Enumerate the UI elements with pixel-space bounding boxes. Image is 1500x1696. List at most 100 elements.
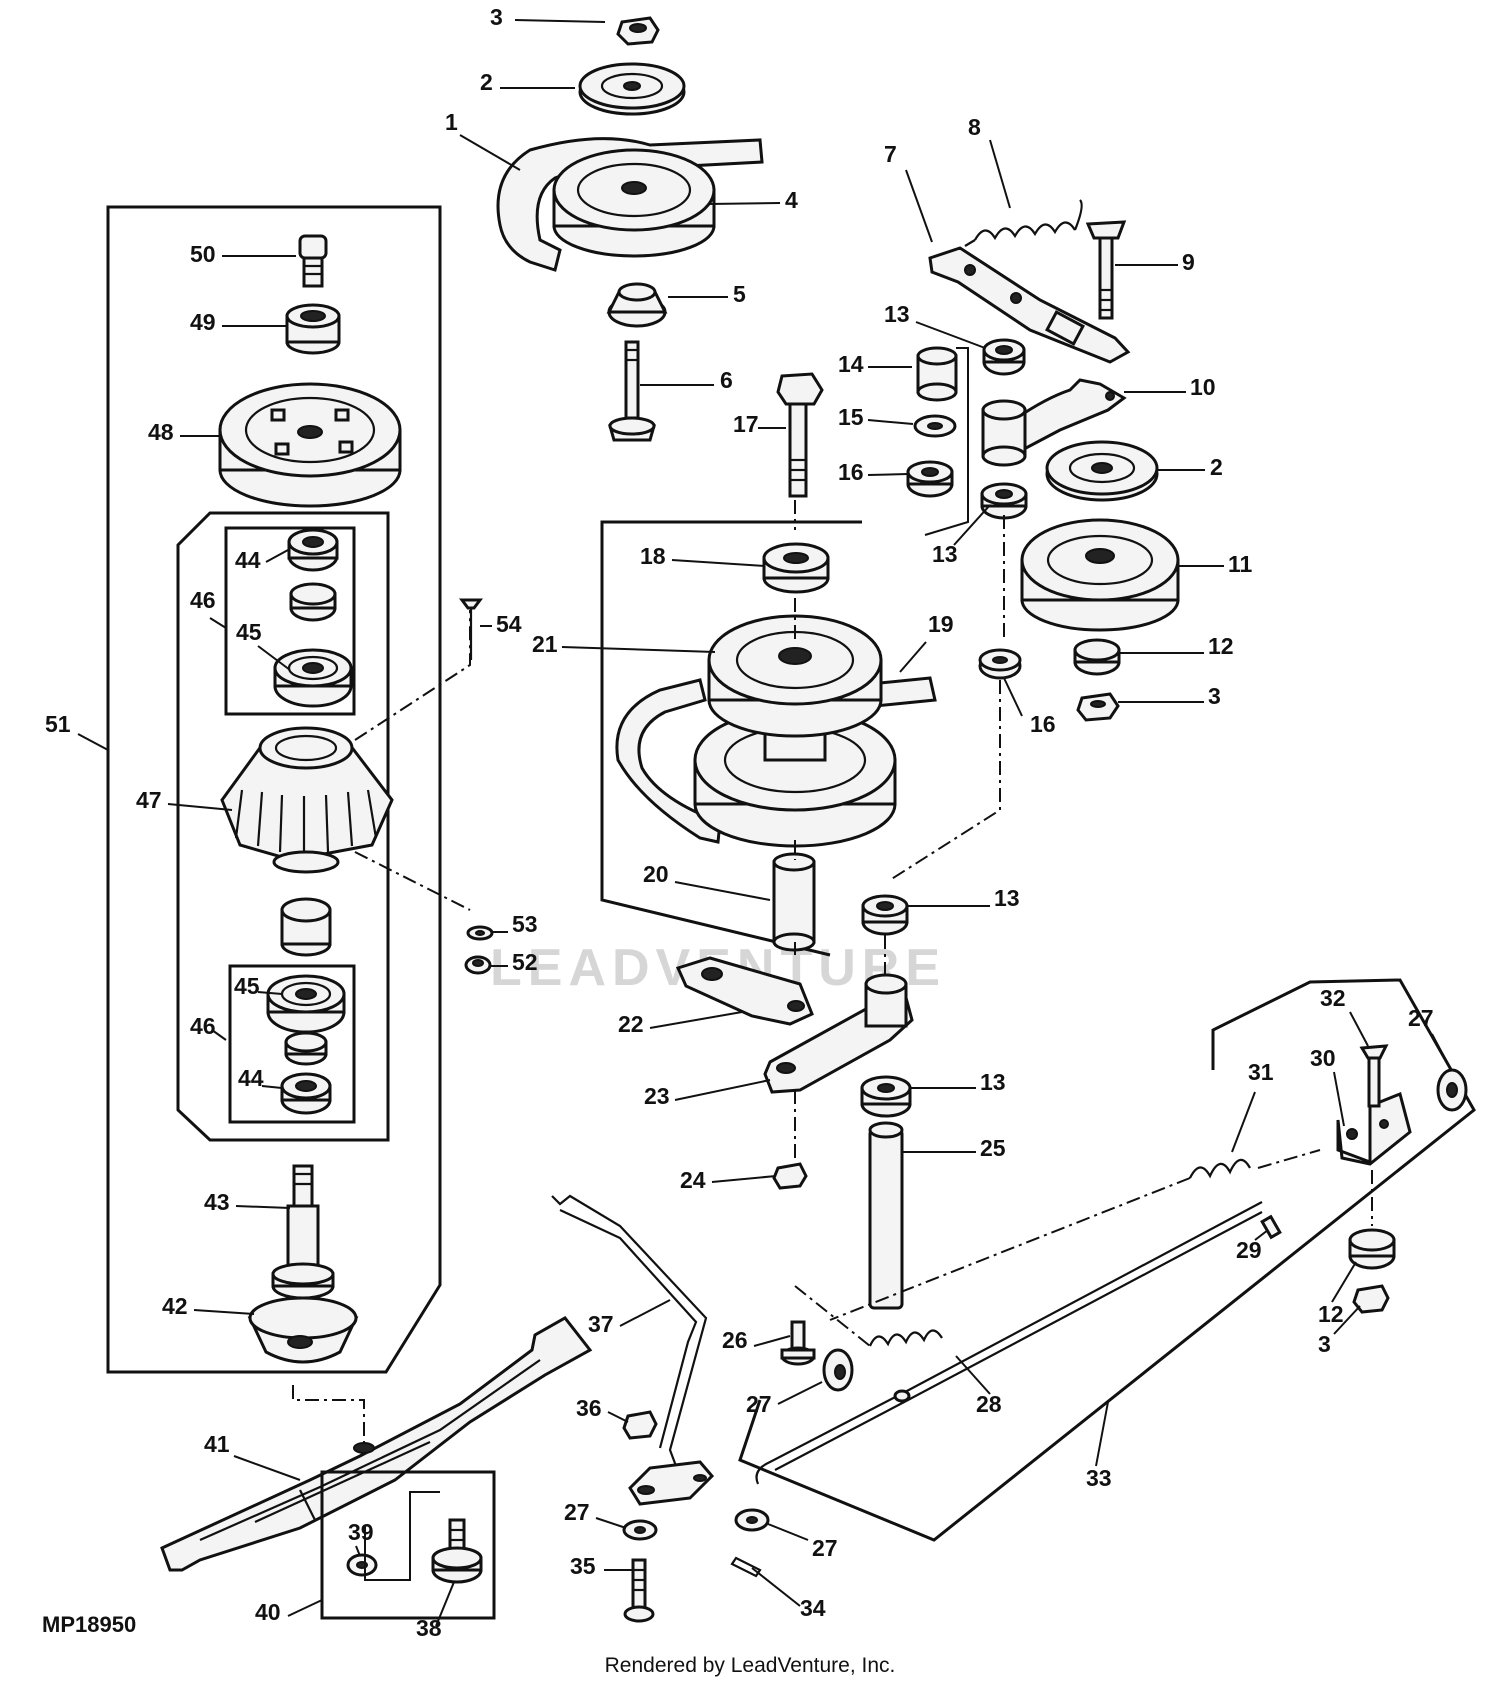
callout-leader-c18 xyxy=(671,559,765,567)
callout-leader-c51 xyxy=(77,733,109,751)
blade-cup-42 xyxy=(247,1296,359,1364)
callout-leader-c33 xyxy=(1095,1401,1109,1467)
callout-leader-c42 xyxy=(193,1309,255,1315)
nut-49 xyxy=(285,303,341,355)
bearing-44-lower xyxy=(280,1072,332,1115)
cotter-pin-34 xyxy=(730,1556,762,1578)
bolt-17 xyxy=(776,372,824,498)
bushing-13-mid xyxy=(980,482,1028,520)
washer-39 xyxy=(346,1553,378,1577)
callout-c44a: 44 xyxy=(235,547,261,573)
callout-c27b: 27 xyxy=(746,1391,772,1417)
callout-c49: 49 xyxy=(190,309,216,335)
mower-blade-41 xyxy=(160,1316,593,1572)
callout-leader-c44b xyxy=(261,1085,283,1089)
idler-pulley-4 xyxy=(552,148,716,258)
callout-leader-c46b xyxy=(211,1029,227,1041)
callout-c45b: 45 xyxy=(234,973,260,999)
callout-leader-c12b xyxy=(1331,1261,1357,1303)
callout-c14: 14 xyxy=(838,351,864,377)
callout-leader-c45b xyxy=(257,991,283,995)
callout-c21: 21 xyxy=(532,631,558,657)
leader-dash-31-30 xyxy=(1257,1149,1321,1169)
callout-c11: 11 xyxy=(1228,551,1253,577)
callout-leader-c22 xyxy=(649,1011,743,1029)
bearing-set-upper-outline xyxy=(224,526,356,716)
callout-leader-c21 xyxy=(561,646,716,653)
washer-27-lower xyxy=(734,1508,770,1532)
callout-leader-c13b xyxy=(953,504,991,546)
callout-c44b: 44 xyxy=(238,1065,264,1091)
spring-31 xyxy=(1189,1158,1251,1179)
leader-dash-42-41 xyxy=(292,1385,365,1448)
callout-leader-c32 xyxy=(1349,1011,1369,1047)
callout-c36: 36 xyxy=(576,1395,602,1421)
lift-rod-37 xyxy=(551,1194,708,1467)
callout-leader-c41 xyxy=(233,1455,301,1481)
callout-c27d: 27 xyxy=(812,1535,838,1561)
callout-c2a: 2 xyxy=(480,69,493,95)
callout-c51: 51 xyxy=(45,711,71,737)
callout-leader-c31 xyxy=(1231,1091,1256,1153)
bushing-12-lower xyxy=(1348,1228,1396,1270)
callout-c53: 53 xyxy=(512,911,538,937)
callout-leader-c16b xyxy=(1003,677,1023,717)
callout-c26: 26 xyxy=(722,1327,748,1353)
callout-c13c: 13 xyxy=(994,885,1020,911)
callout-leader-c36 xyxy=(607,1411,629,1423)
nut-3-top xyxy=(616,16,660,46)
callout-c35: 35 xyxy=(570,1553,596,1579)
callout-c37: 37 xyxy=(588,1311,614,1337)
callout-leader-c1 xyxy=(459,134,521,171)
callout-leader-c43 xyxy=(235,1205,291,1209)
bushing-13-lower-a xyxy=(861,894,909,936)
callout-c19: 19 xyxy=(928,611,954,637)
callout-leader-c34 xyxy=(751,1567,801,1607)
bushing-12-right xyxy=(1073,638,1121,676)
callout-c45a: 45 xyxy=(236,619,262,645)
blade-bolt-38 xyxy=(431,1518,483,1584)
spring-26-area xyxy=(794,1285,943,1347)
callout-leader-c20 xyxy=(674,881,771,901)
callout-leader-c23 xyxy=(674,1079,771,1101)
callout-c25: 25 xyxy=(980,1135,1006,1161)
callout-c12b: 12 xyxy=(1318,1301,1344,1327)
callout-c16a: 16 xyxy=(838,459,864,485)
callout-leader-c13a xyxy=(915,321,986,349)
spacer-20 xyxy=(772,852,816,952)
bearing-set-lower-outline xyxy=(228,964,356,1124)
pivot-shaft-25 xyxy=(868,1121,904,1310)
nut-24 xyxy=(772,1162,808,1190)
bushing-5 xyxy=(606,282,668,328)
bracket-22 xyxy=(675,956,814,1026)
leader-dash-53 xyxy=(354,851,471,911)
callout-c9: 9 xyxy=(1182,249,1195,275)
callout-c33: 33 xyxy=(1086,1465,1112,1491)
callout-leader-c29 xyxy=(1254,1229,1269,1241)
callout-c48: 48 xyxy=(148,419,174,445)
washer-15 xyxy=(913,414,957,438)
drive-pulley-21 xyxy=(693,614,897,848)
callout-c18: 18 xyxy=(640,543,666,569)
bearing-18 xyxy=(762,542,830,594)
callout-c5: 5 xyxy=(733,281,746,307)
callout-c13d: 13 xyxy=(980,1069,1006,1095)
callout-leader-c15 xyxy=(867,419,914,425)
callout-c23: 23 xyxy=(644,1083,670,1109)
bushing-16-upper xyxy=(906,460,954,498)
callout-c3c: 3 xyxy=(1318,1331,1331,1357)
nut-52 xyxy=(464,955,492,975)
callout-leader-c38 xyxy=(435,1581,455,1627)
bolt-9 xyxy=(1085,220,1127,320)
callout-c17: 17 xyxy=(733,411,759,437)
callout-c31: 31 xyxy=(1248,1059,1274,1085)
bearing-44-upper xyxy=(287,528,339,572)
spindle-pulley-48 xyxy=(218,382,402,508)
spindle-housing-47 xyxy=(220,726,394,874)
bracket-37-base xyxy=(628,1460,715,1506)
callout-leader-c27d xyxy=(767,1523,809,1541)
bolt-54 xyxy=(459,598,483,660)
callout-leader-c46a xyxy=(209,617,227,629)
callout-c43: 43 xyxy=(204,1189,230,1215)
